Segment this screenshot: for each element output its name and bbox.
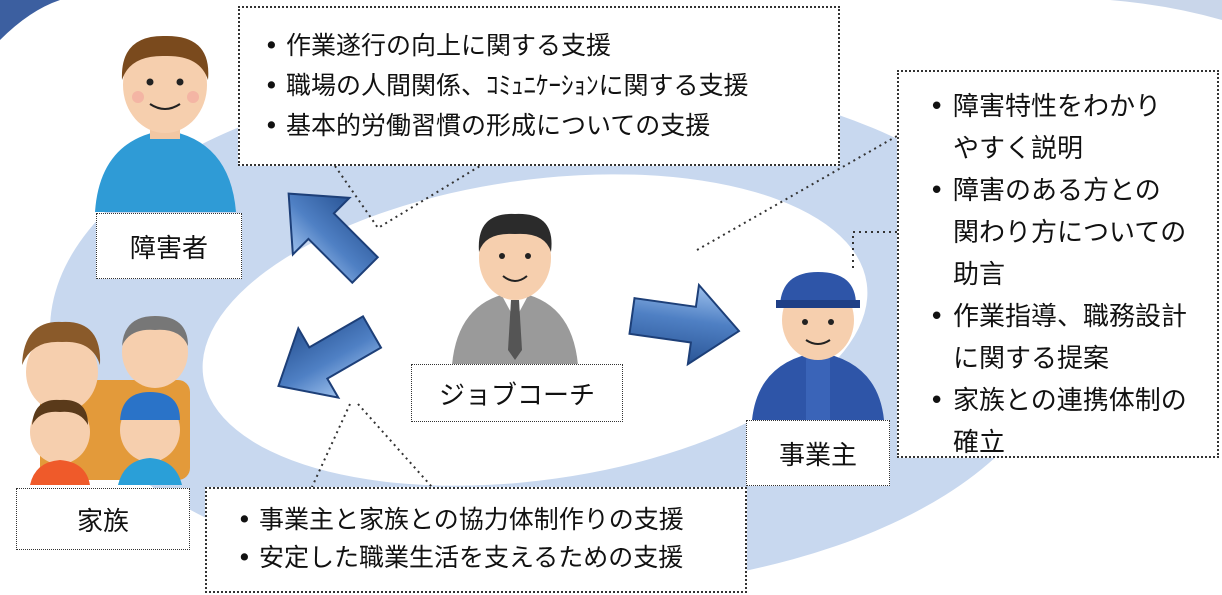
- callout-lines: [311, 135, 898, 488]
- line: 作業指導、職務設計: [953, 302, 1188, 332]
- support-employer-item: 作業指導、職務設計 に関する提案: [929, 296, 1217, 380]
- support-person-box: 作業遂行の向上に関する支援 職場の人間関係、ｺﾐｭﾆｹｰｼｮﾝに関する支援 基本…: [238, 6, 840, 166]
- arrow-to-family: [277, 315, 383, 400]
- support-employer-item: 障害特性をわかり やすく説明: [929, 86, 1217, 170]
- header-swoosh-right: [1110, 0, 1222, 20]
- arrow-to-employer: [628, 282, 741, 367]
- header-swoosh: [0, 0, 60, 40]
- role-label-person: 障害者: [96, 213, 242, 279]
- line: 確立: [953, 428, 1006, 458]
- role-label-employer: 事業主: [746, 420, 890, 486]
- support-family-item: 事業主と家族との協力体制作りの支援: [237, 501, 745, 539]
- role-label-family: 家族: [16, 488, 190, 550]
- line: 助言: [953, 260, 1006, 290]
- support-employer-box: 障害特性をわかり やすく説明 障害のある方との 関わり方についての 助言 作業指…: [897, 70, 1219, 458]
- family-icon: [22, 316, 190, 485]
- support-employer-item: 障害のある方との 関わり方についての 助言: [929, 170, 1217, 296]
- support-employer-item: 家族との連携体制の 確立: [929, 380, 1217, 464]
- line: 障害のある方との: [953, 176, 1161, 206]
- arrow-to-person: [287, 192, 380, 285]
- support-employer-list: 障害特性をわかり やすく説明 障害のある方との 関わり方についての 助言 作業指…: [929, 86, 1217, 464]
- worker-icon: [752, 272, 884, 420]
- support-person-item: 基本的労働習慣の形成についての支援: [264, 106, 838, 146]
- support-family-item: 安定した職業生活を支えるための支援: [237, 539, 745, 577]
- support-family-list: 事業主と家族との協力体制作りの支援 安定した職業生活を支えるための支援: [237, 501, 745, 577]
- support-person-list: 作業遂行の向上に関する支援 職場の人間関係、ｺﾐｭﾆｹｰｼｮﾝに関する支援 基本…: [264, 26, 838, 146]
- line: 家族との連携体制の: [953, 386, 1187, 416]
- businessman-icon: [452, 213, 578, 365]
- role-label-job-coach: ジョブコーチ: [411, 364, 623, 422]
- support-family-box: 事業主と家族との協力体制作りの支援 安定した職業生活を支えるための支援: [205, 487, 747, 593]
- line: やすく説明: [953, 134, 1084, 164]
- support-person-item: 職場の人間関係、ｺﾐｭﾆｹｰｼｮﾝに関する支援: [264, 66, 838, 106]
- support-person-item: 作業遂行の向上に関する支援: [264, 26, 838, 66]
- line: 関わり方についての: [953, 218, 1187, 248]
- person-icon: [95, 35, 236, 212]
- line: 障害特性をわかり: [953, 92, 1162, 122]
- line: に関する提案: [953, 344, 1110, 374]
